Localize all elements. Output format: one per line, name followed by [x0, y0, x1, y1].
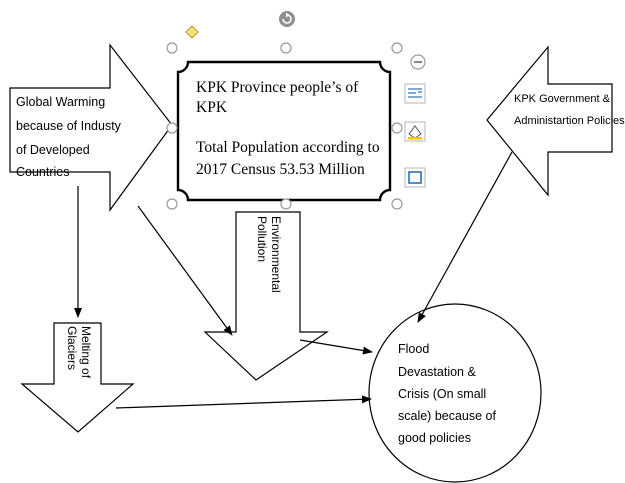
resize-handle-top-left[interactable]	[166, 42, 178, 54]
connector-warming-to-pollution	[137, 205, 233, 336]
melting-glaciers-arrow-shape[interactable]	[20, 322, 135, 433]
kpk-government-arrow-shape[interactable]	[486, 45, 613, 197]
box-line-3: Total Population according to	[196, 139, 380, 156]
box-line-1: KPK Province people’s of	[196, 79, 359, 96]
resize-handle-top-center[interactable]	[280, 42, 292, 54]
rotate-handle-icon[interactable]	[279, 11, 295, 27]
resize-handle-middle-right[interactable]	[391, 122, 403, 134]
flood-line-1: Flood	[398, 342, 429, 356]
flood-line-5: good policies	[398, 431, 471, 445]
resize-handle-bottom-right[interactable]	[391, 198, 403, 210]
connector-government-to-flood	[417, 151, 513, 323]
flood-line-3: Crisis (On small	[398, 387, 486, 401]
global-warming-line-1: Global Warming	[16, 95, 105, 109]
flood-line-2: Devastation &	[398, 365, 476, 379]
glaciers-line-2: Glaciers	[65, 326, 79, 370]
shape-outline-icon[interactable]	[404, 167, 426, 188]
global-warming-line-3: of Developed	[16, 143, 90, 157]
selection-handles	[166, 42, 403, 210]
flood-line-4: scale) because of	[398, 409, 497, 423]
flood-devastation-circle[interactable]	[368, 303, 542, 483]
global-warming-arrow-shape[interactable]	[9, 43, 173, 212]
resize-handle-bottom-center[interactable]	[280, 198, 292, 210]
kpk-population-box[interactable]	[176, 60, 392, 202]
pollution-line-2: Pollution	[255, 216, 269, 262]
glaciers-line-1: Melting of	[79, 326, 93, 379]
pollution-line-1: Environmental	[269, 216, 283, 293]
box-line-2: KPK	[196, 99, 228, 116]
collapse-minus-icon[interactable]	[410, 54, 426, 70]
connector-lines	[74, 151, 513, 409]
global-warming-line-2: because of Industy	[16, 119, 122, 133]
kpk-government-line-2: Administartion Policies	[514, 115, 625, 127]
resize-handle-bottom-left[interactable]	[166, 198, 178, 210]
resize-handle-top-right[interactable]	[391, 42, 403, 54]
global-warming-line-4: Countries	[16, 165, 70, 179]
kpk-government-line-1: KPK Government &	[514, 93, 611, 105]
shape-fill-icon[interactable]	[404, 121, 426, 142]
connector-glaciers-to-flood	[115, 395, 372, 409]
connector-pollution-to-flood	[299, 339, 373, 355]
resize-handle-middle-left[interactable]	[166, 122, 178, 134]
adjust-handle-diamond[interactable]	[185, 25, 199, 39]
box-line-4: 2017 Census 53.53 Million	[196, 161, 365, 178]
layout-options-icon[interactable]	[404, 83, 426, 104]
